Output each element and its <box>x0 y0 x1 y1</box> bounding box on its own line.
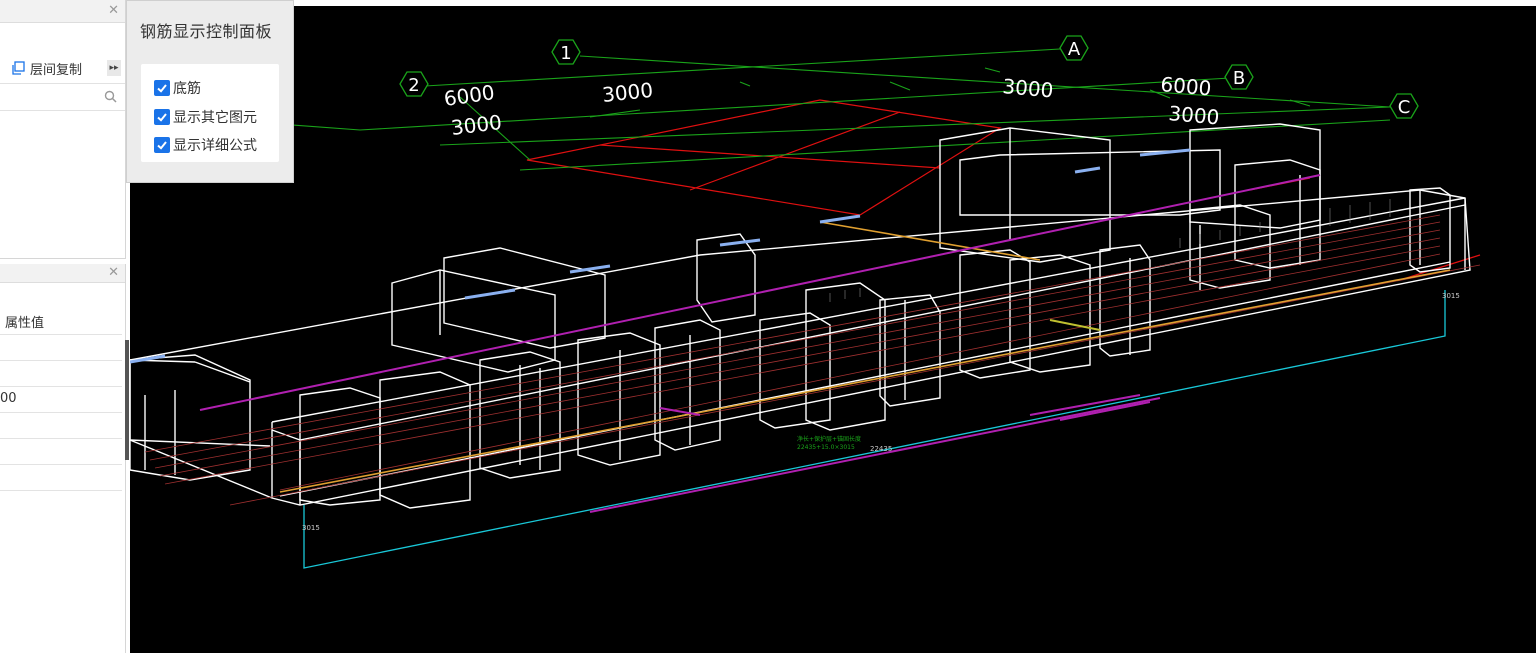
search-input[interactable] <box>0 84 125 111</box>
left-column: ✕ 层间复制 ▸▸ ✕ 属性值 <box>0 0 130 653</box>
property-value-header: 属性值 <box>5 316 45 331</box>
table-row[interactable] <box>0 335 122 361</box>
properties-panel: ✕ 属性值 00 <box>0 264 126 653</box>
dimension-line-cyan <box>303 290 1446 569</box>
axis-bubbles <box>399 35 1419 119</box>
table-row[interactable]: 00 <box>0 387 122 413</box>
dimension-label: 3000 <box>601 78 654 107</box>
rebar-formula-text: 净长+保护层+锚固长度 <box>797 435 861 443</box>
rebar-display-control-panel: 钢筋显示控制面板 底筋 显示其它图元 显示详细公式 <box>126 0 294 183</box>
panel-splitter[interactable] <box>125 340 129 460</box>
rebar-lines <box>144 214 1481 506</box>
checkbox-bottom-rebar[interactable]: 底筋 <box>154 78 201 98</box>
properties-panel-titlebar: ✕ <box>0 264 125 283</box>
floor-toolbar: 层间复制 ▸▸ <box>0 55 125 84</box>
properties-table: 属性值 00 <box>0 308 122 491</box>
table-row[interactable] <box>0 465 122 491</box>
dimension-label: 3000 <box>1168 101 1221 129</box>
layer-copy-button[interactable]: 层间复制 <box>10 59 82 78</box>
floor-panel-titlebar: ✕ <box>0 0 125 23</box>
stirrup-highlight <box>1049 319 1101 331</box>
toolbar-more-button[interactable]: ▸▸ <box>107 60 121 76</box>
control-panel-title: 钢筋显示控制面板 <box>140 22 273 41</box>
search-icon[interactable] <box>104 90 117 103</box>
floor-panel: ✕ 层间复制 ▸▸ <box>0 0 126 259</box>
check-icon[interactable] <box>154 80 170 96</box>
dimension-label: 6000 <box>1160 72 1213 100</box>
slab-outline-red <box>526 99 1481 281</box>
small-dimension-label: 3015 <box>1442 292 1460 300</box>
copy-icon <box>12 60 25 75</box>
axis-label-b: B <box>1233 68 1245 89</box>
properties-header: 属性值 <box>0 308 122 335</box>
small-dimension-label: 3015 <box>302 524 320 532</box>
axis-label-1: 1 <box>560 43 571 64</box>
close-icon[interactable]: ✕ <box>108 265 119 280</box>
checkbox-label: 显示详细公式 <box>173 138 257 154</box>
property-value: 00 <box>0 391 17 406</box>
checkbox-show-detailed-formula[interactable]: 显示详细公式 <box>154 135 257 155</box>
beam-wireframe <box>130 123 1471 509</box>
axis-label-2: 2 <box>408 75 419 96</box>
dimension-label: 3000 <box>450 110 503 140</box>
longitudinal-bar <box>279 221 1451 493</box>
blue-bars <box>130 148 1191 364</box>
table-row[interactable] <box>0 439 122 465</box>
small-dimension-label: 22435 <box>870 445 892 453</box>
axis-grid <box>130 48 1391 171</box>
magenta-bars <box>199 174 1321 513</box>
checkbox-show-other-elements[interactable]: 显示其它图元 <box>154 107 257 127</box>
check-icon[interactable] <box>154 109 170 125</box>
rebar-3d-scene: 1 2 A B C 6000 3000 3000 3000 6000 3000 <box>130 35 1481 569</box>
checkbox-label: 显示其它图元 <box>173 110 257 126</box>
checkbox-label: 底筋 <box>173 81 201 97</box>
layer-copy-label: 层间复制 <box>30 63 83 78</box>
rebar-ticks <box>829 199 1391 302</box>
control-options: 底筋 显示其它图元 显示详细公式 <box>141 64 279 162</box>
dimension-label: 3000 <box>1002 74 1055 102</box>
3d-viewport[interactable]: 1 2 A B C 6000 3000 3000 3000 6000 3000 <box>130 6 1536 653</box>
table-row[interactable] <box>0 413 122 439</box>
viewport-top-strip <box>130 0 1536 6</box>
axis-label-c: C <box>1398 97 1411 118</box>
check-icon[interactable] <box>154 137 170 153</box>
rebar-formula-text: 22435+15.0×3015 <box>797 444 855 451</box>
close-icon[interactable]: ✕ <box>108 3 119 18</box>
axis-label-a: A <box>1068 39 1081 60</box>
table-row[interactable] <box>0 361 122 387</box>
